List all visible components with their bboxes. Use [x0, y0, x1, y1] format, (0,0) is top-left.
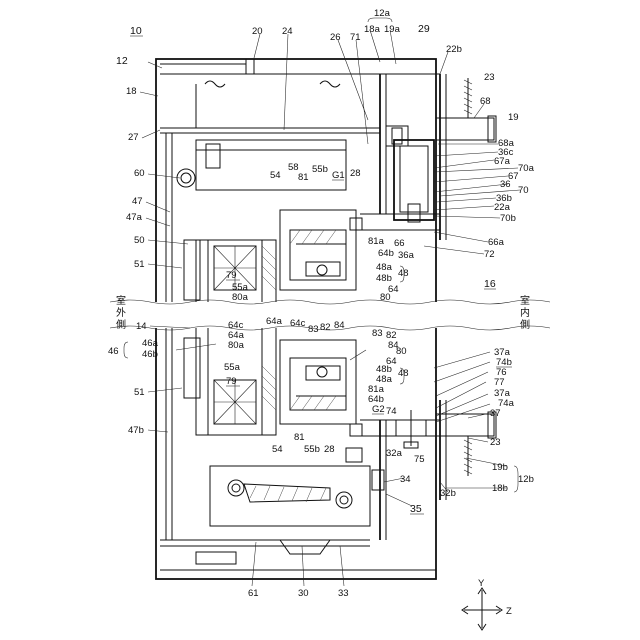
label-18a: 18a	[364, 24, 381, 35]
label-47b: 47b	[128, 425, 144, 436]
label-83-upper: 83	[308, 324, 319, 335]
label-64c-upper: 64c	[290, 318, 306, 329]
label-19b: 19b	[492, 462, 508, 473]
label-48-upper: 48	[398, 268, 409, 279]
label-70: 70	[518, 185, 529, 196]
label-72: 72	[484, 249, 495, 260]
label-54-lower: 54	[272, 444, 283, 455]
label-48a-upper: 48a	[376, 262, 393, 273]
label-12b: 12b	[518, 474, 534, 485]
label-80a-upper: 80a	[232, 292, 249, 303]
axis-indicator: Y Z	[462, 578, 512, 630]
label-80-upper: 80	[380, 292, 391, 303]
label-68: 68	[480, 96, 491, 107]
label-23-upper: 23	[484, 72, 495, 83]
label-46: 46	[108, 346, 119, 357]
side-right-char-1: 室	[520, 294, 530, 307]
label-12: 12	[116, 55, 128, 67]
side-left-char-3: 側	[116, 318, 126, 331]
label-80a-lower: 80a	[228, 340, 245, 351]
label-G1: G1	[332, 170, 345, 181]
label-55a-lower: 55a	[224, 362, 241, 373]
label-58: 58	[288, 162, 299, 173]
label-46a: 46a	[142, 338, 159, 349]
label-55b-lower: 55b	[304, 444, 320, 455]
label-16: 16	[484, 278, 496, 290]
label-83-lower: 83	[372, 328, 383, 339]
label-19a: 19a	[384, 24, 401, 35]
label-55b-upper: 55b	[312, 164, 328, 175]
side-left-char-2: 外	[116, 307, 126, 319]
frame-structure	[110, 59, 550, 579]
label-34: 34	[400, 474, 411, 485]
label-79-upper: 79	[226, 270, 237, 281]
label-23-lower: 23	[490, 437, 501, 448]
label-82-upper: 82	[320, 322, 331, 333]
label-71: 71	[350, 32, 361, 43]
label-67a: 67a	[494, 156, 511, 167]
label-47a: 47a	[126, 212, 143, 223]
label-36-upper: 36	[500, 179, 511, 190]
label-29: 29	[418, 23, 430, 35]
side-right-char-3: 側	[520, 318, 530, 331]
label-22b: 22b	[446, 44, 462, 55]
label-46b: 46b	[142, 349, 158, 360]
label-60: 60	[134, 168, 145, 179]
outdoor-side-label: 室 外 側	[116, 294, 126, 331]
label-51-upper: 51	[134, 259, 145, 270]
side-left-char-1: 室	[116, 294, 126, 307]
indoor-side-label: 室 内 側	[520, 294, 530, 331]
label-14: 14	[136, 321, 147, 332]
label-36a: 36a	[398, 250, 415, 261]
label-G2: G2	[372, 404, 385, 415]
label-80-lower: 80	[396, 346, 407, 357]
label-84-upper: 84	[334, 320, 345, 331]
side-right-char-2: 内	[520, 306, 530, 319]
label-77: 77	[494, 377, 505, 388]
label-19-upper: 19	[508, 112, 519, 123]
label-32b: 32b	[440, 488, 456, 499]
label-48b-upper: 48b	[376, 273, 392, 284]
label-20: 20	[252, 26, 263, 37]
label-70a: 70a	[518, 163, 535, 174]
label-81-upper: 81	[298, 172, 309, 183]
label-32a: 32a	[386, 448, 403, 459]
label-33: 33	[338, 588, 349, 599]
label-26: 26	[330, 32, 341, 43]
label-64a-lower: 64a	[228, 330, 245, 341]
label-64a-upper: 64a	[266, 316, 283, 327]
label-18b: 18b	[492, 483, 508, 494]
axis-y-label: Y	[478, 578, 485, 589]
label-35: 35	[410, 503, 422, 515]
label-12a: 12a	[374, 8, 391, 19]
label-70b: 70b	[500, 213, 516, 224]
label-22a: 22a	[494, 202, 511, 213]
label-10: 10	[130, 25, 142, 37]
grouping-brackets	[124, 18, 518, 492]
label-66a: 66a	[488, 237, 505, 248]
label-28-lower: 28	[324, 444, 335, 455]
label-74: 74	[386, 406, 397, 417]
label-79-lower: 79	[226, 376, 237, 387]
label-64c-lower: 64c	[228, 320, 244, 331]
label-66: 66	[394, 238, 405, 249]
label-64b-upper: 64b	[378, 248, 394, 259]
label-61: 61	[248, 588, 259, 599]
label-27: 27	[128, 132, 139, 143]
label-18: 18	[126, 86, 137, 97]
label-51-lower: 51	[134, 387, 145, 398]
label-54-upper: 54	[270, 170, 281, 181]
label-75: 75	[414, 454, 425, 465]
label-28-upper: 28	[350, 168, 361, 179]
label-47: 47	[132, 196, 143, 207]
label-24: 24	[282, 26, 293, 37]
label-30: 30	[298, 588, 309, 599]
label-37: 37	[490, 408, 501, 419]
label-81-lower: 81	[294, 432, 305, 443]
label-81a-upper: 81a	[368, 236, 385, 247]
label-50: 50	[134, 235, 145, 246]
axis-z-label: Z	[506, 606, 512, 617]
